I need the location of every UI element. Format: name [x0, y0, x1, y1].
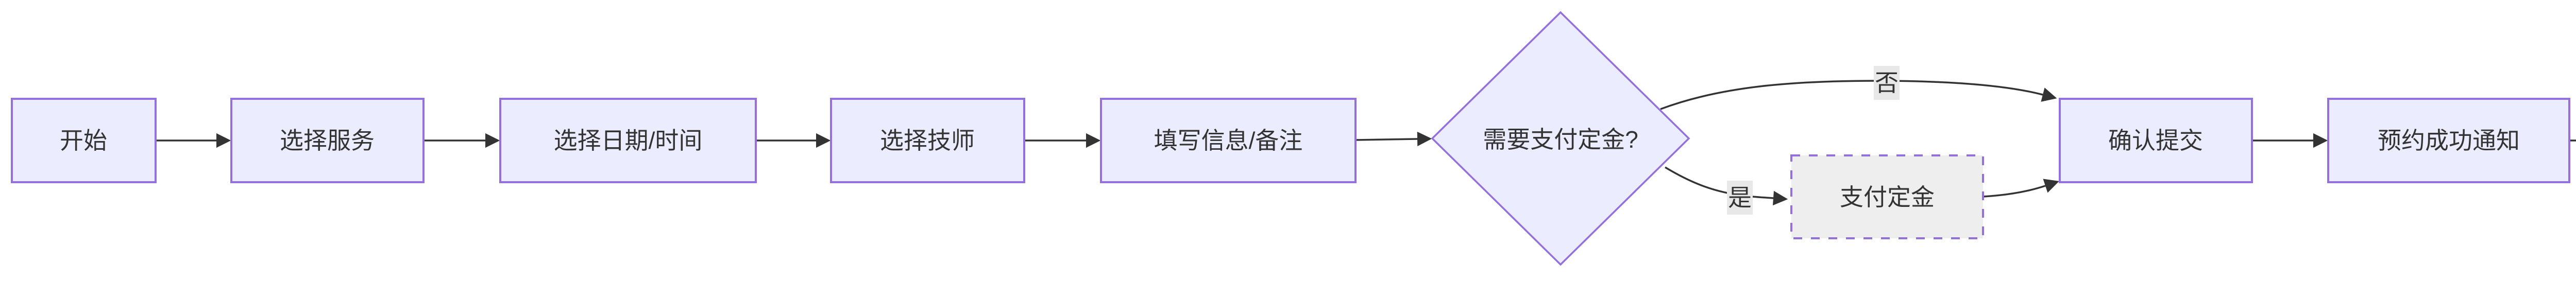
node-confirm-submit-box — [2059, 98, 2253, 183]
node-pay-deposit: 支付定金 — [1790, 154, 1984, 239]
edge-need-deposit-no-to-confirm-submit — [1660, 80, 2057, 110]
edge-need-deposit-yes-to-pay-deposit — [1665, 166, 1788, 206]
node-need-deposit-diamond — [1431, 11, 1690, 266]
node-success-notice-label: 预约成功通知 — [2378, 127, 2520, 154]
edge-label-yes: 是 — [1727, 181, 1753, 215]
edge-pay-deposit-to-confirm-submit — [1982, 179, 2059, 198]
node-select-technician: 选择技师 — [830, 98, 1025, 183]
node-confirm-submit: 确认提交 — [2059, 98, 2253, 183]
edge-label-no: 否 — [1874, 66, 1900, 100]
node-start: 开始 — [11, 98, 157, 183]
node-success-notice: 预约成功通知 — [2327, 98, 2570, 183]
node-select-service-label: 选择服务 — [280, 127, 375, 154]
edge-fill-info-to-need-deposit — [1355, 131, 1432, 147]
node-select-datetime-label: 选择日期/时间 — [554, 127, 703, 154]
node-select-datetime-box — [499, 98, 757, 183]
node-start-box — [11, 98, 157, 183]
node-pay-deposit-label: 支付定金 — [1840, 184, 1935, 210]
node-fill-info: 填写信息/备注 — [1100, 98, 1357, 183]
node-select-service: 选择服务 — [230, 98, 425, 183]
node-pay-deposit-box — [1790, 154, 1984, 239]
edge-label-no-text: 否 — [1875, 69, 1899, 96]
node-need-deposit-label: 需要支付定金? — [1483, 126, 1638, 153]
node-start-label: 开始 — [60, 127, 107, 154]
node-fill-info-label: 填写信息/备注 — [1154, 127, 1303, 154]
edge-label-yes-background — [1727, 181, 1753, 215]
node-select-technician-box — [830, 98, 1025, 183]
node-confirm-submit-label: 确认提交 — [2108, 127, 2203, 154]
node-need-deposit: 需要支付定金? — [1431, 11, 1690, 266]
edge-label-yes-text: 是 — [1728, 184, 1752, 211]
node-select-service-box — [230, 98, 425, 183]
node-select-datetime: 选择日期/时间 — [499, 98, 757, 183]
node-fill-info-box — [1100, 98, 1357, 183]
edge-label-no-background — [1874, 66, 1900, 100]
node-success-notice-box — [2327, 98, 2570, 183]
node-select-technician-label: 选择技师 — [880, 127, 975, 154]
